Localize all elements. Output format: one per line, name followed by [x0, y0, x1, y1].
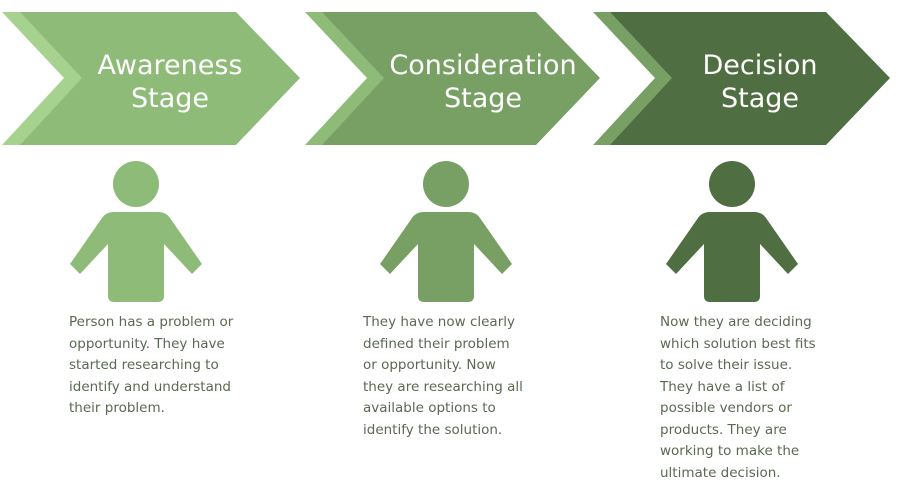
description-line: possible vendors or [660, 400, 792, 416]
description-line: opportunity. They have [69, 335, 225, 352]
description-line: they are researching all [363, 378, 523, 395]
person-icon [380, 161, 512, 302]
description-line: products. They are [660, 421, 787, 438]
person-head [709, 161, 755, 207]
description-line: available options to [363, 400, 496, 416]
description-line: which solution best fits [660, 335, 816, 352]
awareness-title-line-2: Stage [130, 83, 209, 114]
description-line: Person has a problem or [69, 314, 234, 330]
description-line: identify the solution. [363, 421, 503, 438]
description-line: or opportunity. Now [363, 357, 496, 373]
person-body [666, 212, 798, 302]
description-line: to solve their issue. [660, 357, 793, 373]
consideration-title-line-1: Consideration [389, 50, 577, 81]
description-line: working to make the [660, 443, 800, 459]
description-line: identify and understand [69, 378, 231, 395]
consideration-stage-title: Consideration Stage [378, 42, 588, 122]
person-icon [70, 161, 202, 302]
description-line: They have now clearly [363, 314, 515, 330]
awareness-stage-title: Awareness Stage [80, 42, 260, 122]
description-line: Now they are deciding [660, 314, 812, 330]
description-line: They have a list of [660, 378, 785, 395]
awareness-description: Person has a problem or opportunity. The… [69, 312, 259, 420]
awareness-arrow [20, 12, 300, 145]
consideration-arrow [322, 12, 600, 145]
person-head [113, 161, 159, 207]
consideration-title-line-2: Stage [443, 83, 522, 114]
consideration-description: They have now clearly defined their prob… [363, 312, 553, 441]
decision-stage-title: Decision Stage [670, 42, 850, 122]
description-line: started researching to [69, 357, 219, 373]
person-head [423, 161, 469, 207]
person-body [380, 212, 512, 302]
description-line: defined their problem [363, 335, 510, 352]
description-line: ultimate decision. [660, 464, 781, 481]
decision-title-line-2: Stage [720, 83, 799, 114]
stage-arrows [2, 12, 890, 145]
person-icon [666, 161, 798, 302]
decision-arrow [610, 12, 890, 145]
description-line: their problem. [69, 400, 165, 416]
decision-title-line-1: Decision [702, 50, 818, 81]
awareness-title-line-1: Awareness [97, 50, 243, 81]
decision-description: Now they are deciding which solution bes… [660, 312, 850, 484]
person-body [70, 212, 202, 302]
